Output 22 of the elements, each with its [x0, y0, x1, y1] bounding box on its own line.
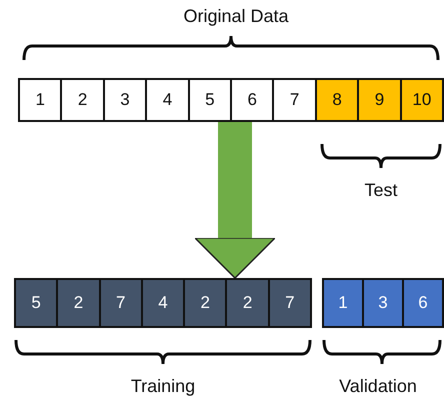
number-cell: 2 [185, 280, 228, 326]
number-cell: 7 [100, 280, 143, 326]
number-cell: 5 [16, 280, 58, 326]
bracket-label: Validation [339, 376, 417, 397]
number-cell: 5 [190, 80, 232, 120]
arrow [194, 122, 276, 279]
number-cell: 8 [316, 80, 360, 120]
number-cell: 1 [324, 280, 364, 326]
number-cell: 2 [227, 280, 270, 326]
cell-row [322, 278, 444, 328]
number-cell: 7 [270, 280, 310, 326]
bracket-label: Original Data [183, 6, 289, 27]
number-cell: 6 [404, 280, 442, 326]
cell-row [14, 278, 312, 328]
number-cell: 10 [402, 80, 442, 120]
bracket-label: Test [364, 180, 398, 201]
bracket-label: Training [130, 376, 196, 397]
number-cell: 2 [58, 280, 101, 326]
number-cell: 9 [359, 80, 402, 120]
number-cell: 4 [142, 280, 186, 326]
cell-row [18, 78, 444, 122]
number-cell: 3 [364, 280, 404, 326]
